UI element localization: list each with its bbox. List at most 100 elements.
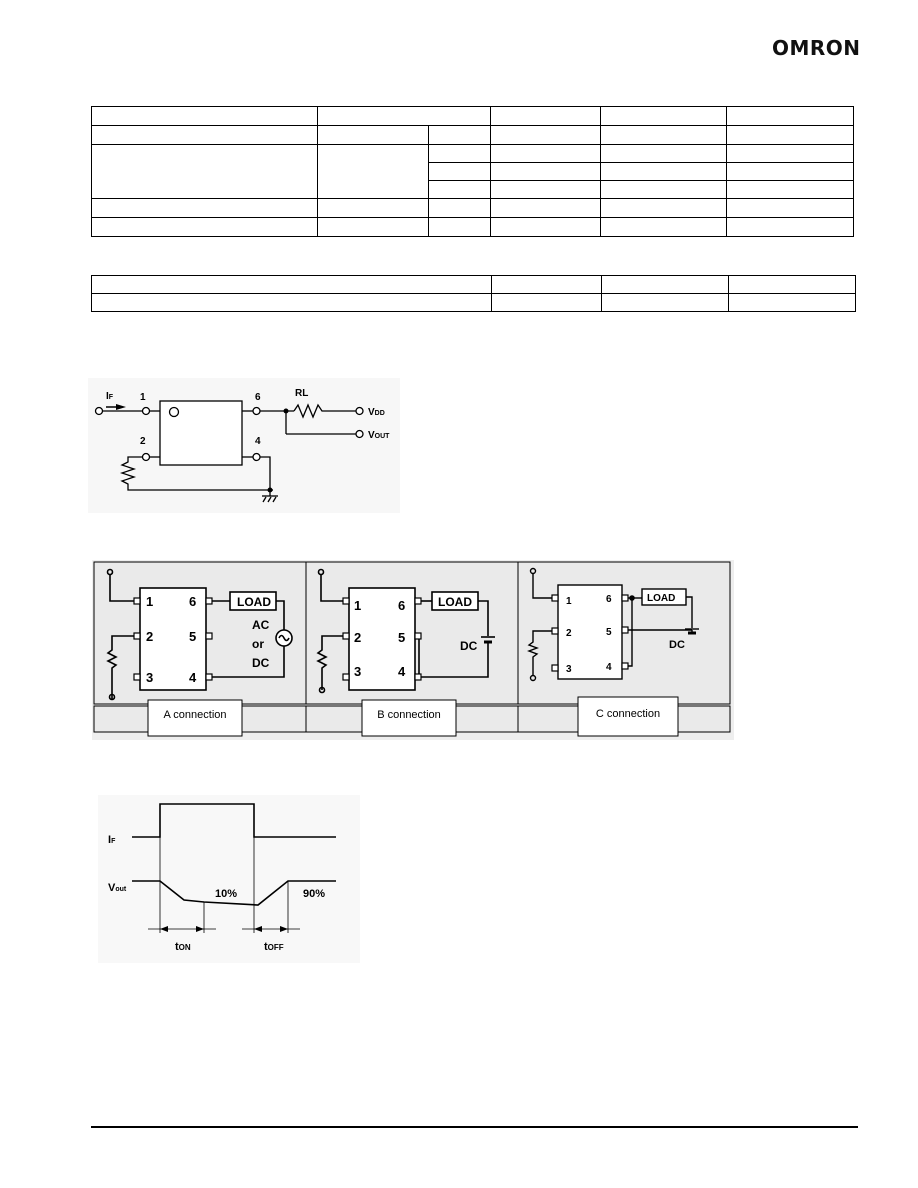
- pin-1-label: 1: [140, 392, 146, 403]
- table-cell: [600, 217, 728, 237]
- table-cell: [728, 293, 856, 312]
- table-cell: [726, 198, 854, 218]
- ratings-table: [91, 106, 854, 237]
- table-cell: [491, 293, 603, 312]
- table-cell: [490, 198, 602, 218]
- svg-text:VOUT: VOUT: [368, 430, 390, 441]
- svg-text:4: 4: [606, 662, 612, 673]
- svg-text:4: 4: [189, 670, 197, 685]
- table-cell: [427, 180, 492, 199]
- table-row: [90, 293, 856, 312]
- svg-text:1: 1: [566, 596, 572, 607]
- svg-text:1: 1: [354, 598, 361, 613]
- svg-text:5: 5: [398, 630, 405, 645]
- table-cell: [600, 180, 728, 199]
- svg-text:3: 3: [146, 670, 153, 685]
- table-cell: [90, 275, 493, 294]
- table-cell: [726, 217, 854, 237]
- svg-text:or: or: [252, 637, 264, 651]
- characteristics-table: [90, 275, 856, 312]
- svg-text:Vout: Vout: [108, 882, 127, 894]
- table-cell: [427, 217, 492, 237]
- svg-text:tOFF: tOFF: [264, 941, 284, 953]
- table-cell: [427, 125, 492, 145]
- pin-4-label: 4: [255, 436, 261, 447]
- table-cell: [427, 162, 492, 181]
- svg-text:VDD: VDD: [368, 407, 385, 418]
- vout-label: V: [368, 430, 375, 441]
- table-cell: [316, 198, 429, 218]
- if-label: I: [106, 391, 109, 402]
- table-cell: [316, 217, 429, 237]
- svg-text:3: 3: [354, 664, 361, 679]
- svg-text:DC: DC: [669, 639, 685, 651]
- table-cell: [91, 125, 318, 145]
- table-cell: [490, 180, 602, 199]
- load-label: LOAD: [438, 595, 472, 609]
- table-cell: [726, 162, 854, 181]
- load-label: LOAD: [237, 595, 271, 609]
- table-cell: [490, 217, 602, 237]
- pin-2-label: 2: [140, 436, 146, 447]
- pin-6-label: 6: [255, 392, 261, 403]
- table-row: [91, 217, 854, 237]
- b-connection: 1 2 3 6 5 4 LOAD DC B connection: [316, 568, 495, 737]
- table-cell: [600, 125, 728, 145]
- table-cell: [726, 180, 854, 199]
- footer-rule: [91, 1126, 858, 1128]
- table-cell: [316, 106, 492, 126]
- table-row: [91, 144, 854, 199]
- connection-label: B connection: [377, 709, 441, 721]
- test-circuit-diagram: IF 1 2 6 4 RL VDD VOUT: [88, 378, 400, 513]
- svg-text:4: 4: [398, 664, 406, 679]
- table-cell: [728, 275, 856, 294]
- vdd-label: V: [368, 407, 375, 418]
- svg-text:5: 5: [189, 629, 196, 644]
- table-cell: [427, 198, 492, 218]
- ton-label: t: [175, 941, 179, 953]
- table-cell: [600, 198, 728, 218]
- table-cell: [600, 106, 728, 126]
- table-cell: [726, 144, 854, 163]
- table-cell: [491, 275, 603, 294]
- svg-text:AC: AC: [252, 618, 270, 632]
- table-cell: [600, 144, 728, 163]
- table-cell: [490, 144, 602, 163]
- table-cell: [601, 275, 730, 294]
- chip-body: [159, 400, 243, 466]
- rl-label: RL: [295, 388, 308, 399]
- table-cell: [601, 293, 730, 312]
- load-label: LOAD: [647, 593, 675, 604]
- svg-text:IF: IF: [106, 391, 114, 402]
- table-cell: [600, 162, 728, 181]
- low-threshold-label: 10%: [215, 888, 237, 900]
- table-row: [90, 275, 856, 294]
- table-cell: [91, 106, 318, 126]
- timing-diagram: IF Vout 10% 90% tON tOFF: [98, 795, 360, 963]
- a-connection: 1 2 3 6 5 4 LOAD AC or DC A connection: [106, 568, 293, 737]
- omron-logo: OMRON: [772, 36, 861, 60]
- svg-text:5: 5: [606, 627, 612, 638]
- table-cell: [427, 144, 492, 163]
- c-connection: 1 2 3 6 5 4 LOAD DC C connection: [527, 567, 699, 737]
- svg-text:6: 6: [606, 594, 612, 605]
- table-cell: [726, 106, 854, 126]
- svg-text:2: 2: [146, 629, 153, 644]
- svg-text:3: 3: [566, 664, 572, 675]
- svg-text:tON: tON: [175, 941, 191, 953]
- table-cell: [90, 293, 493, 312]
- if-waveform: [132, 803, 336, 838]
- current-arrow-icon: [116, 404, 126, 410]
- svg-text:6: 6: [398, 598, 405, 613]
- table-cell: [490, 106, 602, 126]
- table-cell: [91, 217, 318, 237]
- toff-label: t: [264, 941, 268, 953]
- connection-diagrams: 1 2 3 6 5 4 LOAD AC or DC A connection: [92, 560, 734, 740]
- table-cell: [490, 162, 602, 181]
- vout-label: V: [108, 882, 116, 894]
- table-cell: [316, 144, 429, 199]
- table-cell: [91, 198, 318, 218]
- svg-text:2: 2: [354, 630, 361, 645]
- if-label: I: [108, 834, 111, 846]
- connection-label: C connection: [596, 708, 660, 720]
